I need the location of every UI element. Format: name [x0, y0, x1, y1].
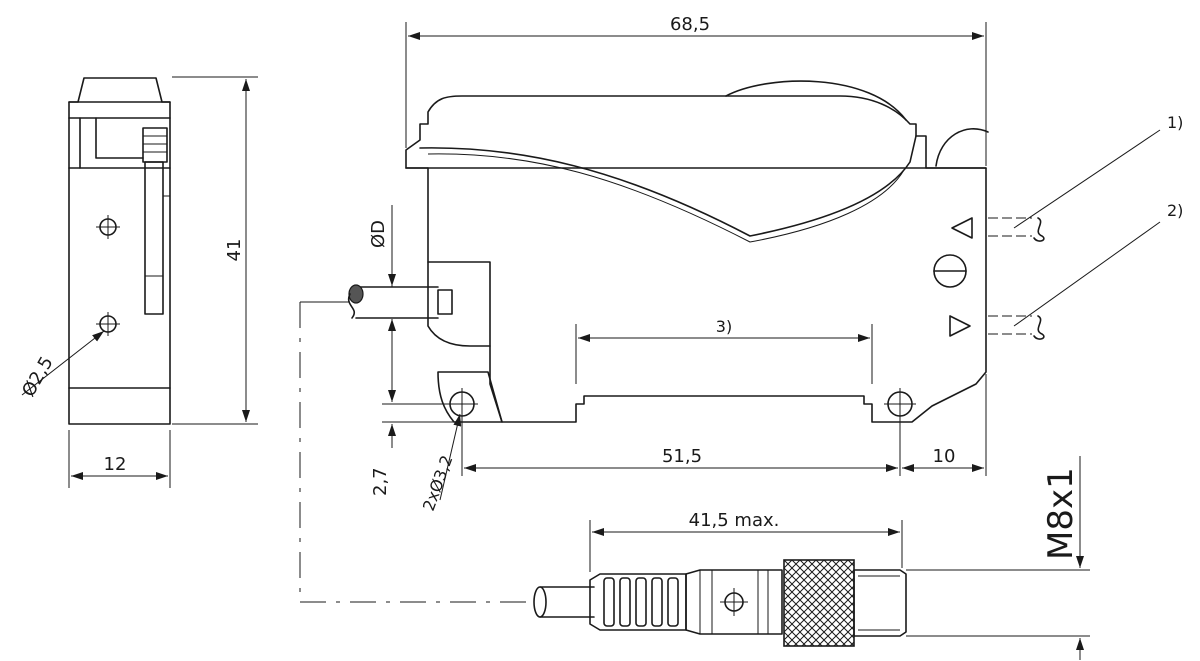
front-view: 1) 2) ØD 2,7 2xØ3,2 68,5 [300, 14, 1183, 513]
cable-reference-line [299, 302, 546, 603]
connector-thread [853, 569, 907, 637]
mount-hole-leader [439, 413, 462, 501]
overall-length-label: 68,5 [670, 14, 710, 35]
rail-note-label: 3) [716, 317, 732, 336]
housing-outline [405, 95, 987, 423]
adjust-knob-icon [933, 254, 967, 288]
connector-view: 41,5 max. M8x1 [299, 302, 1090, 660]
height-label: 41 [224, 239, 245, 262]
hole-spacing-label: 51,5 [662, 446, 702, 467]
small-hole-leader [21, 330, 105, 396]
rear-dome [725, 80, 907, 121]
cable-clamp [427, 261, 491, 347]
front-offset-label: 10 [933, 446, 956, 467]
connector-cable [533, 586, 595, 618]
mount-foot-left [437, 371, 503, 423]
front-dome [935, 128, 989, 167]
cable-diameter-label: ØD [368, 220, 389, 248]
mount-hole-left [446, 388, 478, 420]
fiber-port-upper [988, 217, 1045, 242]
lid-curve-inner [427, 153, 905, 243]
clamp-slot [437, 289, 453, 315]
thread-size-label: M8x1 [1041, 467, 1081, 560]
fiber-port-lower [988, 315, 1045, 340]
callout-2-leader [1013, 221, 1161, 327]
led-triangle-upper-icon [951, 217, 973, 239]
mount-hole-right [884, 388, 916, 420]
side-view-slider [142, 127, 168, 163]
knurled-nut [783, 559, 855, 647]
led-triangle-lower-icon [949, 315, 971, 337]
width-label: 12 [104, 454, 127, 475]
lid-curve-outer [419, 135, 917, 237]
mount-holes-label: 2xØ3,2 [419, 453, 457, 514]
callout-2-label: 2) [1167, 201, 1183, 220]
side-view-hole-upper [96, 215, 120, 239]
hole-offset-label: 2,7 [370, 467, 391, 496]
callout-1-leader [1013, 129, 1161, 229]
callout-1-label: 1) [1167, 113, 1183, 132]
side-view-hole-lower [96, 312, 120, 336]
side-view-clip [79, 117, 144, 169]
side-view-outline [68, 77, 171, 425]
connector-mark [720, 588, 748, 616]
small-hole-label: Ø2,5 [18, 353, 58, 401]
side-view: Ø2,5 41 12 [18, 76, 258, 488]
connector-length-label: 41,5 max. [689, 510, 780, 531]
cable-stub [300, 284, 439, 319]
side-view-lever [144, 161, 164, 315]
connector-ribs [603, 577, 679, 627]
